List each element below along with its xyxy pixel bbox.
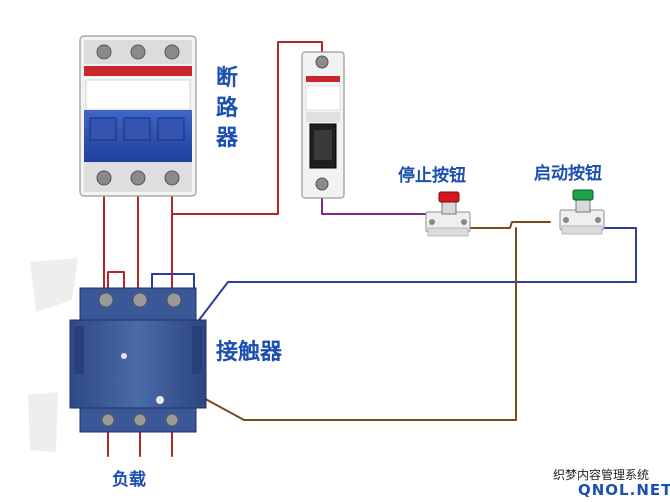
start-button-label: 启动按钮 xyxy=(534,164,602,184)
contactor-device xyxy=(69,287,207,433)
breaker-label: 断 路 器 xyxy=(216,68,240,158)
wire-breaker-to-fuse xyxy=(171,41,323,215)
three-pole-breaker xyxy=(79,35,197,197)
background-smudge xyxy=(28,392,58,452)
breaker-label-char: 器 xyxy=(216,126,239,151)
watermark-line2: QNOL.NET xyxy=(578,481,670,499)
stop-button-device xyxy=(425,191,471,237)
single-pole-breaker xyxy=(301,51,345,199)
background-smudge xyxy=(30,258,78,312)
stop-button-label: 停止按钮 xyxy=(398,166,466,186)
wire-start-to-aux xyxy=(195,227,637,325)
wire-coil-loop xyxy=(107,271,125,291)
contactor-label: 接触器 xyxy=(216,340,283,365)
wire-fuse-to-stop xyxy=(321,195,431,219)
wire-stop-to-start xyxy=(469,221,551,229)
wire-coil-return xyxy=(199,227,517,421)
load-label: 负载 xyxy=(112,470,146,490)
start-button-device xyxy=(559,189,605,235)
breaker-label-char: 路 xyxy=(216,96,239,121)
breaker-label-char: 断 xyxy=(216,66,239,91)
watermark-line1: 织梦内容管理系统 xyxy=(553,468,650,482)
